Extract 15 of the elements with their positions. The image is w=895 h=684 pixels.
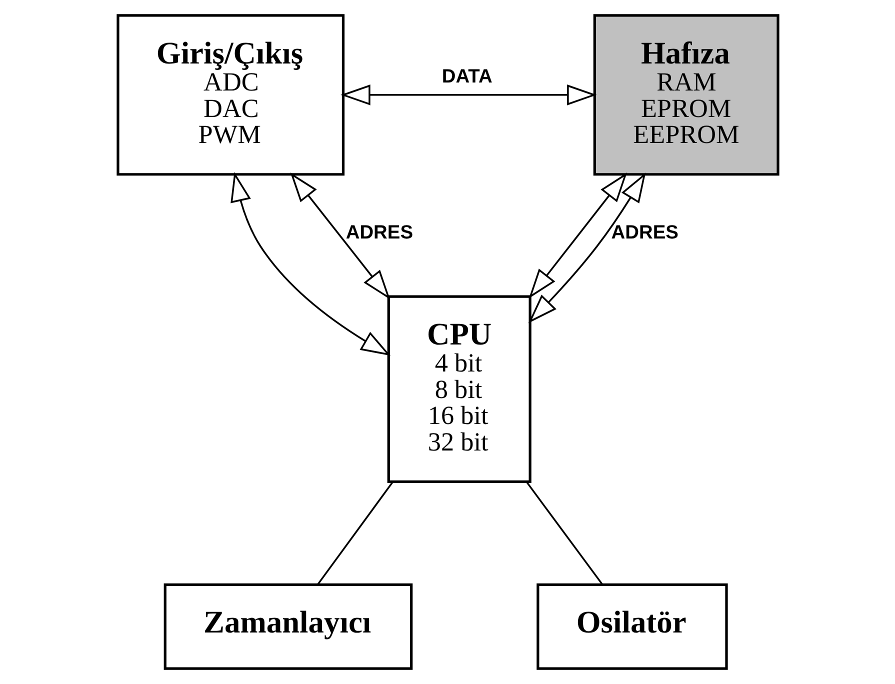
- arrow: [340, 84, 596, 106]
- node-box: CPU 4 bit 8 bit 16 bit 32 bit: [386, 295, 531, 483]
- connector: [525, 482, 602, 585]
- node-box: Hafıza RAM EPROM EEPROM: [592, 14, 779, 176]
- node-box: Osilatör: [536, 583, 728, 670]
- arrow: [230, 172, 390, 356]
- edge-label: DATA: [441, 66, 492, 88]
- edge-label: ADRES: [610, 222, 678, 244]
- arrow: [290, 172, 390, 300]
- arrow: [528, 172, 646, 324]
- node-box: Zamanlayıcı: [163, 583, 412, 670]
- arrow: [528, 172, 627, 298]
- node-box: Giriş/Çıkış ADC DAC PWM: [116, 14, 344, 176]
- connector: [316, 482, 393, 585]
- edge-label: ADRES: [345, 222, 413, 244]
